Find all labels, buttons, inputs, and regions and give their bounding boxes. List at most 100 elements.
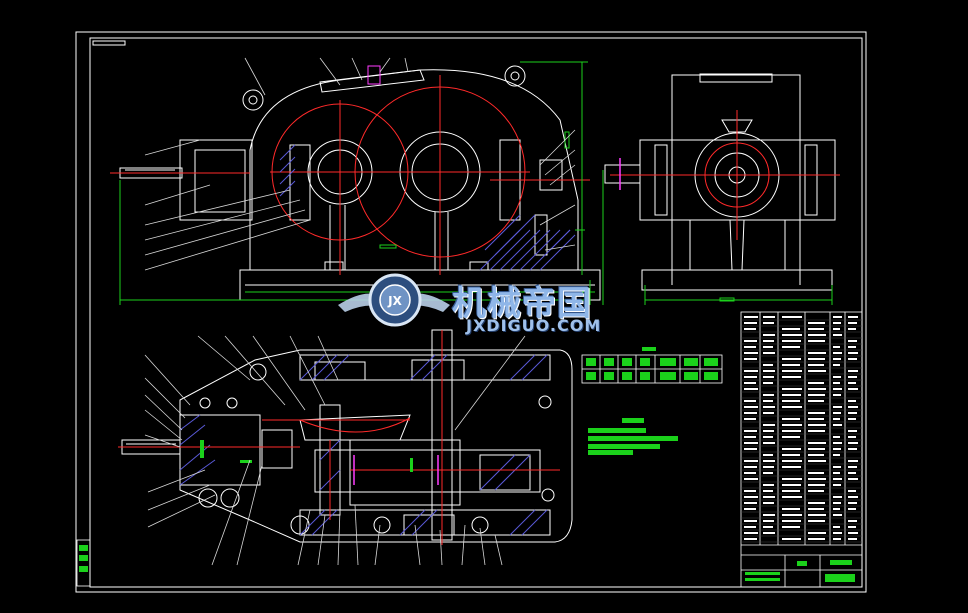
- technical-notes: [588, 418, 678, 455]
- parts-list-cell: [808, 328, 824, 330]
- parts-list-cell: [833, 364, 840, 366]
- parts-list-table: [740, 311, 863, 588]
- parts-list-cell: [808, 358, 825, 360]
- parts-list-cell: [782, 364, 800, 366]
- parts-list-cell: [744, 436, 756, 438]
- parts-list-cell: [833, 532, 842, 534]
- parts-list-cell: [782, 340, 801, 342]
- parts-list-cell: [782, 346, 800, 348]
- parts-list-cell: [848, 496, 858, 498]
- parts-list-cell: [848, 358, 857, 360]
- parts-list-cell: [782, 514, 802, 516]
- parts-list-cell: [744, 532, 758, 534]
- parts-list-cell: [848, 436, 856, 438]
- parts-list-cell: [833, 316, 842, 318]
- parts-list-cell: [848, 460, 858, 462]
- parts-list-cell: [848, 490, 856, 492]
- parts-list-cell: [808, 370, 826, 372]
- parts-list-cell: [833, 394, 841, 396]
- parts-list-cell: [744, 418, 756, 420]
- parts-list-cell: [744, 346, 756, 348]
- parts-list-cell: [833, 448, 841, 450]
- parts-list-cell: [763, 346, 773, 348]
- parts-list-cell: [744, 442, 758, 444]
- parts-list-cell: [808, 508, 824, 510]
- front-view: [119, 65, 601, 301]
- parts-list-cell: [744, 412, 757, 414]
- parts-list-cell: [848, 400, 856, 402]
- section-view-hatch: [179, 354, 548, 536]
- side-view-centerlines: [610, 110, 840, 240]
- parts-list-cell: [782, 370, 802, 372]
- parts-list-cell: [744, 496, 758, 498]
- parts-list-cell: [848, 430, 857, 432]
- parts-list-cell: [808, 322, 825, 324]
- parts-list-cell: [763, 520, 774, 522]
- parts-list-cell: [808, 520, 825, 522]
- parts-list-cell: [833, 412, 841, 414]
- parts-list-cell: [782, 424, 802, 426]
- parts-list-cell: [808, 442, 826, 444]
- parts-list-cell: [782, 436, 800, 438]
- parts-list-cell: [848, 376, 857, 378]
- parts-list-cell: [848, 478, 858, 480]
- side-view-dimensions: [602, 170, 833, 305]
- parts-list-cell: [833, 346, 840, 348]
- parts-list-cell: [782, 460, 802, 462]
- parts-list-cell: [763, 394, 774, 396]
- binding-strip: [76, 539, 91, 587]
- parts-list-cell: [808, 388, 826, 390]
- parts-list-cell: [744, 400, 756, 402]
- parts-list-cell: [848, 328, 856, 330]
- title-block-marks: [745, 560, 855, 582]
- parts-list-cell: [848, 406, 858, 408]
- parts-list-cell: [808, 532, 826, 534]
- parts-list-cell: [744, 340, 757, 342]
- parts-list-cell: [744, 388, 758, 390]
- gear-logo-icon: JX: [338, 273, 450, 327]
- parts-list-cell: [763, 334, 775, 336]
- parts-list-cell: [763, 412, 774, 414]
- parts-list-cell: [782, 316, 802, 318]
- parts-list-cell: [763, 466, 774, 468]
- parts-list-cell: [763, 442, 775, 444]
- parts-list-cell: [744, 316, 758, 318]
- parts-list-cell: [808, 538, 825, 540]
- parts-list-cell: [833, 508, 840, 510]
- parts-list-cell: [808, 478, 826, 480]
- watermark-site: JXDIGUO.COM: [466, 316, 602, 335]
- parts-list-cell: [808, 394, 825, 396]
- parts-list-cell: [848, 370, 858, 372]
- parts-list-cell: [763, 430, 774, 432]
- parts-list-cell: [808, 514, 826, 516]
- parts-list-cell: [833, 442, 842, 444]
- parts-list-cell: [744, 502, 757, 504]
- parts-list-cell: [782, 430, 801, 432]
- parts-list-cell: [833, 382, 840, 384]
- parts-list-cell: [808, 352, 826, 354]
- parts-list-cell: [808, 460, 826, 462]
- parts-list-cell: [744, 358, 757, 360]
- parts-list-cell: [782, 484, 801, 486]
- parts-list-cell: [808, 454, 824, 456]
- parts-list-cell: [848, 502, 857, 504]
- parts-list-cell: [763, 400, 773, 402]
- parts-list-cell: [744, 370, 758, 372]
- parts-list-cell: [763, 472, 773, 474]
- parts-list-cell: [744, 490, 756, 492]
- parts-list-cell: [833, 358, 841, 360]
- parts-list-cell: [763, 484, 774, 486]
- parts-list-cell: [763, 490, 773, 492]
- parts-list-cell: [848, 352, 858, 354]
- parts-list-cell: [808, 472, 824, 474]
- parts-list-cell: [782, 526, 800, 528]
- parts-list-cell: [833, 334, 842, 336]
- parts-list-cell: [782, 400, 800, 402]
- parts-list-cell: [848, 442, 858, 444]
- parts-list-cell: [808, 502, 825, 504]
- parts-list-cell: [848, 412, 857, 414]
- parts-list-cell: [833, 502, 841, 504]
- parts-list-cell: [744, 478, 758, 480]
- parts-list-cell: [833, 466, 841, 468]
